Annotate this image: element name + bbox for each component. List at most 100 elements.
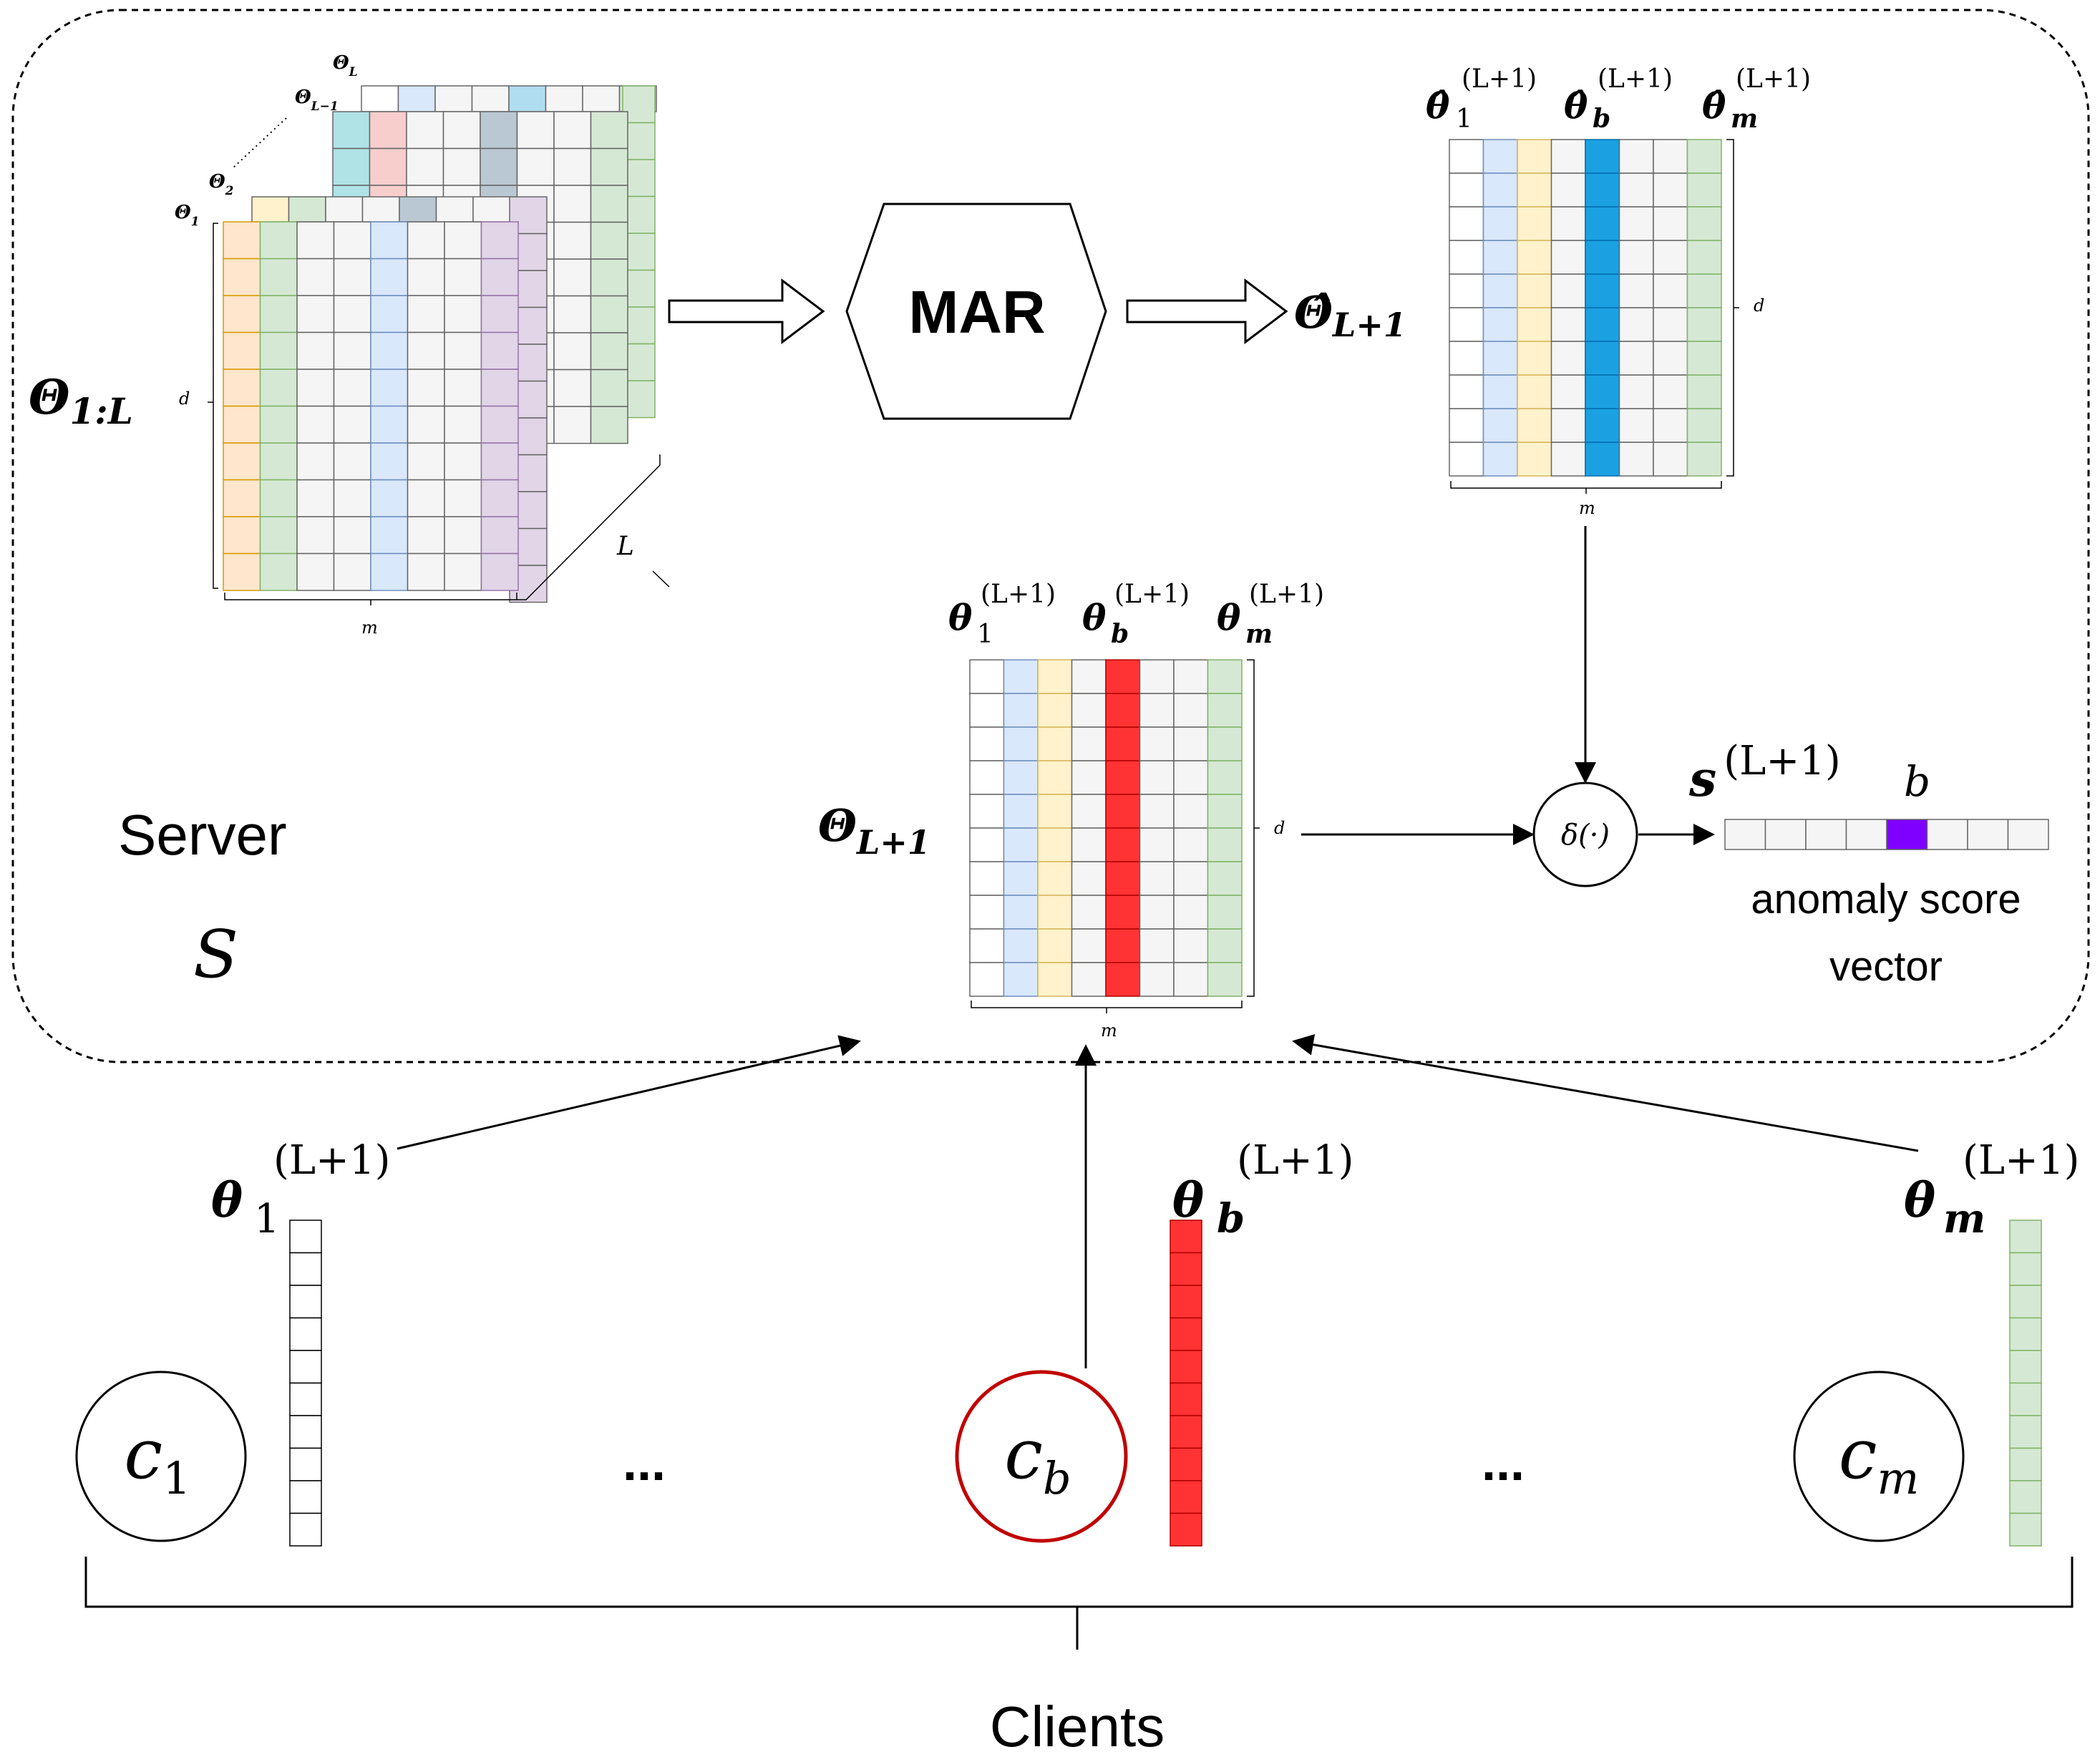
history-layer-2-top-cell: [435, 196, 474, 223]
current-grid-cell: [969, 962, 1005, 997]
current-grid-cell: [1037, 659, 1073, 694]
history-layer-front-cell: [370, 553, 409, 591]
score-index-label: b: [1904, 757, 1930, 806]
current-label: ΘL+1: [818, 799, 930, 862]
prediction-grid-cell: [1517, 307, 1552, 342]
upload-vector-m-cell: [2009, 1317, 2042, 1351]
history-layer-front-cell: [407, 258, 445, 296]
current-grid-cell: [1071, 895, 1107, 930]
current-grid-cell: [1105, 827, 1141, 862]
prediction-grid-cell: [1618, 206, 1654, 241]
current-grid-cell: [969, 794, 1005, 829]
prediction-grid-cell: [1550, 240, 1586, 275]
upload-vector-1-cell: [289, 1382, 322, 1416]
history-layer-back-cell: [406, 147, 444, 186]
arrow-upload-m-to-server: [1292, 1033, 1919, 1152]
prediction-dim-m: m: [1579, 498, 1595, 518]
history-layer-back-cell: [516, 111, 555, 150]
current-grid-cell: [1003, 895, 1039, 930]
upload-label-m: θ(L+1)m: [1904, 1137, 2079, 1242]
history-layer-front-cell: [223, 479, 261, 517]
history-layer-front-cell: [296, 295, 335, 334]
history-layer-front-cell: [480, 369, 519, 407]
current-grid-cell: [1105, 693, 1141, 728]
current-grid-cell: [1003, 861, 1039, 896]
history-layer-front-cell: [223, 221, 261, 260]
distance-label: δ(·): [1561, 819, 1610, 852]
current-grid-cell: [969, 827, 1005, 862]
prediction-grid-cell: [1449, 139, 1484, 174]
current-grid-cell: [1037, 861, 1073, 896]
history-layer-back-cell: [442, 147, 481, 186]
upload-vector-b-cell: [1170, 1447, 1202, 1481]
history-layer-back-cell: [553, 147, 592, 186]
history-layer-front-cell: [296, 516, 335, 555]
prediction-grid-cell: [1653, 240, 1688, 275]
history-layer-front-cell: [223, 369, 261, 407]
prediction-grid-cell: [1482, 341, 1518, 376]
current-grid-cell: [1037, 962, 1073, 997]
prediction-grid-cell: [1550, 139, 1586, 174]
current-grid-cell: [1139, 794, 1175, 829]
prediction-grid-cell: [1585, 172, 1620, 208]
history-layer-back-cell: [590, 406, 628, 444]
history-layer-front-cell: [370, 221, 409, 260]
history-layer-front-cell: [407, 295, 445, 334]
history-layer-front-cell: [407, 516, 445, 555]
history-layer-front-cell: [407, 221, 445, 260]
history-layer-front-cell: [223, 553, 261, 591]
history-layer-L-top-cell: [582, 85, 621, 112]
history-layer-front-cell: [333, 221, 371, 260]
history-layer-back-cell: [590, 369, 628, 407]
prediction-grid-cell: [1653, 442, 1688, 477]
prediction-grid-cell: [1653, 408, 1688, 443]
history-layer-front-cell: [259, 369, 298, 407]
prediction-grid-cell: [1449, 341, 1484, 376]
history-layer-L-top-cell: [545, 85, 583, 112]
current-grid-cell: [969, 928, 1005, 963]
prediction-grid-cell: [1449, 408, 1484, 443]
history-layer-front-cell: [480, 258, 519, 296]
prediction-grid-cell: [1482, 442, 1518, 477]
current-grid-cell: [1207, 827, 1243, 862]
client-c1-label: c1: [124, 1414, 190, 1504]
score-cell-highlight: [1886, 819, 1928, 850]
current-grid-cell: [1207, 861, 1243, 896]
prediction-grid-cell: [1686, 206, 1722, 241]
score-caption-line2: vector: [1829, 943, 1943, 990]
current-grid-cell: [1105, 962, 1141, 997]
prediction-grid-cell: [1449, 206, 1484, 241]
current-grid-cell: [1037, 827, 1073, 862]
current-grid-cell: [1071, 827, 1107, 862]
current-grid-cell: [1207, 928, 1243, 963]
current-grid-cell: [1071, 726, 1107, 761]
upload-vector-1-cell: [289, 1252, 322, 1286]
current-grid-cell: [1071, 693, 1107, 728]
history-layer-front-cell: [444, 258, 482, 296]
prediction-grid-cell: [1618, 341, 1654, 376]
upload-label-b: θ(L+1)b: [1172, 1137, 1353, 1242]
history-layer-front-cell: [370, 479, 409, 517]
prediction-grid-cell: [1550, 442, 1586, 477]
current-grid-cell: [1071, 659, 1107, 694]
history-dim-d: d: [179, 389, 190, 409]
prediction-grid-cell: [1686, 240, 1722, 275]
current-grid-cell: [1003, 726, 1039, 761]
prediction-grid-cell: [1482, 206, 1518, 241]
prediction-grid-cell: [1618, 172, 1654, 208]
current-grid-cell: [1071, 861, 1107, 896]
current-grid-cell: [1037, 693, 1073, 728]
clients-ellipsis-left: ...: [623, 1434, 666, 1491]
current-grid-cell: [1037, 928, 1073, 963]
current-grid-cell: [1105, 659, 1141, 694]
current-grid-cell: [1139, 861, 1175, 896]
history-layer-front-cell: [296, 369, 335, 407]
upload-vector-m-cell: [2009, 1480, 2042, 1514]
prediction-grid-cell: [1482, 172, 1518, 208]
history-layer-back-cell: [590, 185, 628, 223]
svg-text:ΘL−1: ΘL−1: [295, 87, 339, 114]
history-layer-2-top-cell: [399, 196, 437, 223]
prediction-grid-cell: [1550, 307, 1586, 342]
prediction-grid-cell: [1585, 139, 1620, 174]
